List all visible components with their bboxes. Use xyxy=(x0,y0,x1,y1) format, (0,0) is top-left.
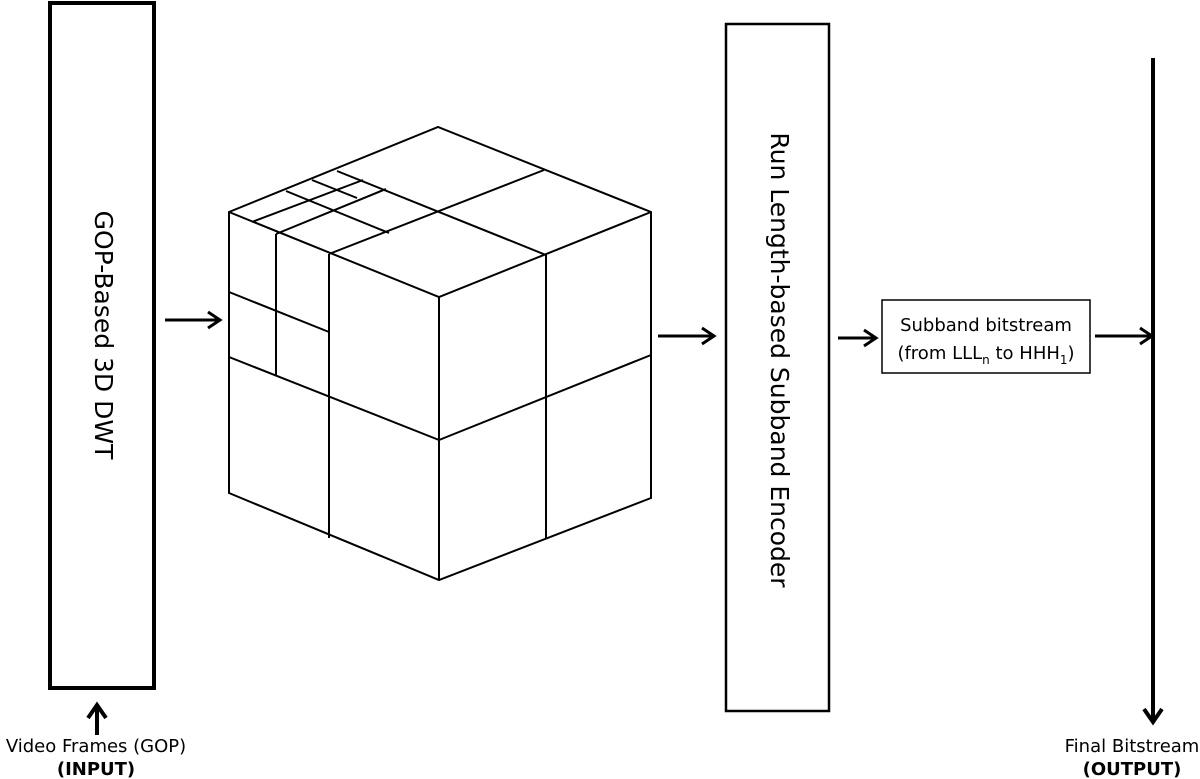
input-tag: (INPUT) xyxy=(57,759,135,779)
bitstream-line2-suffix: ) xyxy=(1068,343,1075,364)
top-split-e xyxy=(251,179,364,223)
arrow-gop-to-cube xyxy=(165,310,223,330)
top-split-f xyxy=(311,179,358,199)
left-mid-level2 xyxy=(228,291,330,333)
bitstream-box xyxy=(881,299,1091,374)
arrow-bitstream-to-output xyxy=(1095,326,1155,346)
bitstream-sub-1: 1 xyxy=(1060,353,1068,367)
output-caption: Final Bitstream xyxy=(1065,736,1200,757)
bitstream-block: Subband bitstream (from LLLn to HHH1) xyxy=(881,299,1091,374)
top-split-c xyxy=(275,188,387,235)
cube-top-front-edges xyxy=(228,211,652,299)
encoder-label: Run Length-based Subband Encoder xyxy=(765,132,794,588)
gop-dwt-label: GOP-Based 3D DWT xyxy=(89,211,118,460)
arrow-cube-to-encoder xyxy=(658,326,717,346)
bitstream-line1: Subband bitstream xyxy=(900,315,1072,336)
bitstream-line2-prefix: (from LLL xyxy=(897,343,982,364)
encoder-block: Run Length-based Subband Encoder xyxy=(724,22,831,713)
gop-dwt-block: GOP-Based 3D DWT xyxy=(48,1,156,690)
top-split-b xyxy=(336,170,547,256)
wavelet-cube xyxy=(228,125,652,582)
bitstream-line2-mid: to HHH xyxy=(990,343,1060,364)
arrow-encoder-to-bitstream xyxy=(838,328,879,348)
input-arrow xyxy=(86,701,108,735)
bitstream-line2: (from LLLn to HHH1) xyxy=(897,343,1074,367)
cube-left-mid-split xyxy=(228,356,440,441)
encoder-box xyxy=(724,22,831,713)
output-tag: (OUTPUT) xyxy=(1083,759,1182,779)
bitstream-sub-n: n xyxy=(982,353,990,367)
top-split-d xyxy=(285,190,390,234)
cube-outline xyxy=(228,125,652,582)
final-bitstream-line xyxy=(1142,58,1164,726)
input-caption: Video Frames (GOP) xyxy=(6,736,186,757)
gop-dwt-box xyxy=(48,1,156,690)
